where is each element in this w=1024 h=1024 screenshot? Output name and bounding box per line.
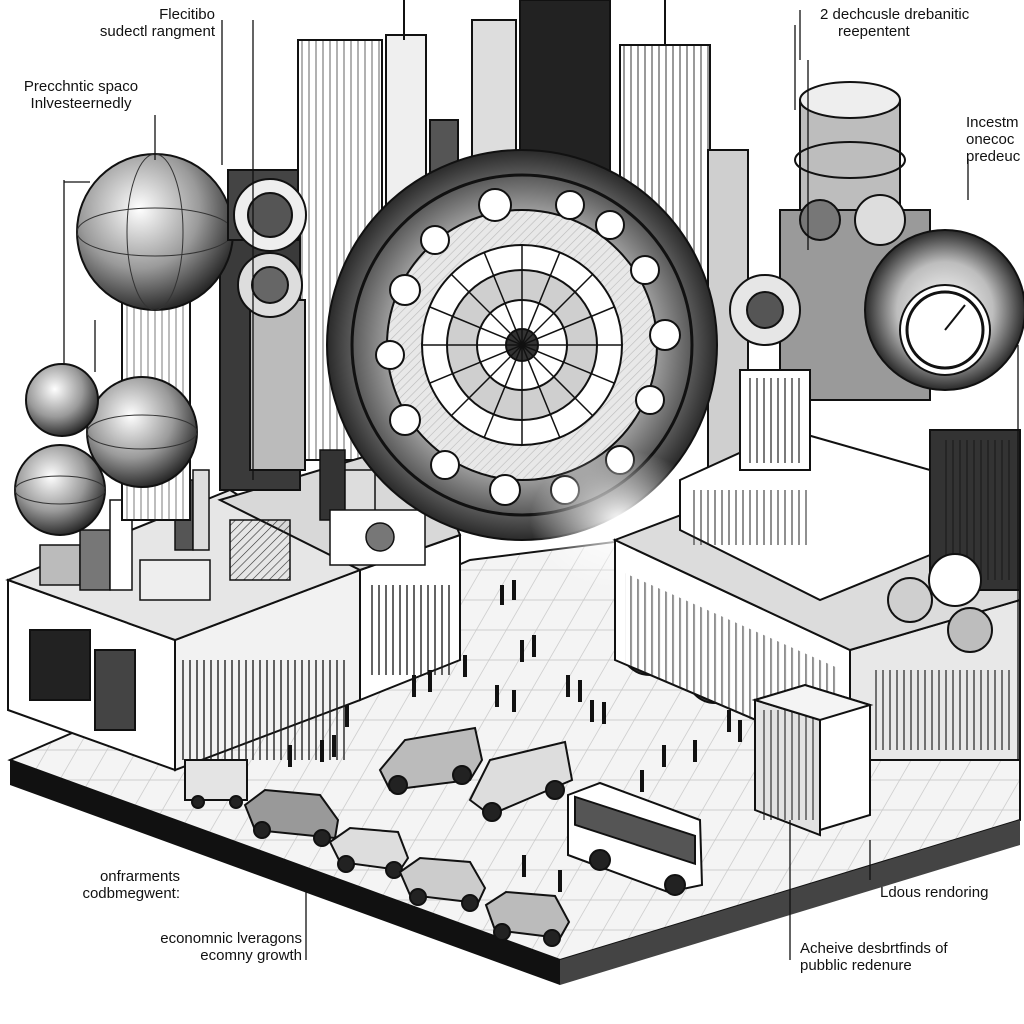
lens-tower xyxy=(227,169,307,318)
label-line: Ldous rendoring xyxy=(880,884,989,901)
cart xyxy=(184,759,248,809)
callout-lines xyxy=(63,10,1019,960)
bus-2 xyxy=(567,781,704,896)
label-line: 2 dechcusle drebanitic xyxy=(820,6,970,23)
label-line: predeuc xyxy=(966,148,1021,165)
label-line: Acheive desbrtfinds of xyxy=(800,940,948,957)
label-line: onecoc xyxy=(966,131,1015,148)
label-line: Precchntic spaco xyxy=(23,78,139,95)
large-globe xyxy=(76,153,234,311)
pedestrians xyxy=(288,580,742,892)
medium-globe xyxy=(86,376,198,488)
label-line: reepentent xyxy=(838,23,910,40)
label-line: Flecitibo xyxy=(159,6,215,23)
car-4 xyxy=(484,890,571,947)
small-globe-bottom xyxy=(14,444,106,536)
label-top-left-center: Flecitibo sudectl rangment xyxy=(40,6,215,40)
label-line: Incestm xyxy=(966,114,1019,131)
machinery-tower xyxy=(729,81,1024,653)
central-sphere xyxy=(326,149,718,541)
left-building xyxy=(5,488,363,772)
label-top-right: 2 dechcusle drebanitic reepentent xyxy=(820,6,969,40)
label-lower-right: Ldous rendoring xyxy=(880,884,988,901)
label-right-edge: Incestm onecoc predeuc xyxy=(966,114,1020,165)
bus-1 xyxy=(468,740,574,822)
label-line: onfrarments xyxy=(99,868,180,885)
label-mid-left: onfrarments codbmegwent: xyxy=(20,868,180,902)
label-line: codbmegwent: xyxy=(82,885,180,902)
kiosk-box xyxy=(751,683,874,837)
car-3 xyxy=(398,856,487,912)
car-2 xyxy=(328,826,410,879)
small-globe-top xyxy=(25,363,99,437)
label-bottom-right: Acheive desbrtfinds of pubblic redenure xyxy=(800,940,948,974)
vehicles xyxy=(184,726,704,947)
car-1 xyxy=(243,788,340,847)
van-1 xyxy=(378,726,484,795)
label-line: Inlvesteernedly xyxy=(30,95,132,112)
label-line: pubblic redenure xyxy=(800,957,912,974)
label-line: economnic lveragons xyxy=(160,930,302,947)
label-lower-left: economnic lveragons ecomny growth xyxy=(80,930,302,964)
label-upper-left: Precchntic spaco Inlvesteernedly xyxy=(6,78,156,112)
label-line: ecomny growth xyxy=(200,947,302,964)
label-line: sudectl rangment xyxy=(99,23,215,40)
